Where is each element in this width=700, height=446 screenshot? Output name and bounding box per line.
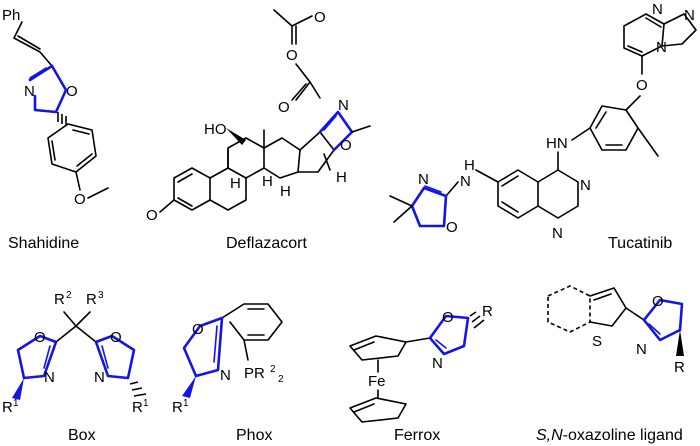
phox-label: Phox [236,427,272,444]
box-r1-left-sup: 1 [13,398,19,409]
box-o-right: O [110,329,122,346]
box-ligand: R 2 R 3 O N R 1 O N R 1 Box [2,290,149,444]
sn-r: R [674,359,685,376]
ferrox-ligand: Fe O N R Ferrox [349,303,493,444]
amine-n: N [460,173,471,190]
triazole-n2: N [684,7,695,24]
tucatinib-structure: N N N O HN N N H N N O Tucatinib [389,1,697,252]
acetate-o2: O [314,9,326,26]
quinazoline-n2: N [552,225,563,242]
box-r2-sup: 2 [66,290,72,301]
phox-r1-sup: 1 [183,398,189,409]
ferrox-r: R [482,303,493,320]
phox-pr2: PR [244,365,265,382]
acetate-o1: O [286,47,298,64]
ether-o: O [636,77,648,94]
shahidine-n: N [24,83,35,100]
box-r1-right: R [132,399,143,416]
shahidine-o: O [66,83,78,100]
ferrox-fe: Fe [368,373,386,390]
phox-pr2-sup: 2 [270,364,276,375]
box-label: Box [68,427,96,444]
box-r3-sup: 3 [98,290,104,301]
sn-label: S,N-oxazoline ligand [536,427,683,444]
box-n-right: N [94,369,105,386]
sn-oxazoline-ligand: S O N R S,N-oxazoline ligand [536,285,685,444]
thiophene-s: S [592,333,602,350]
shahidine-label: Shahidine [8,235,79,252]
h-c14: H [280,183,291,200]
ketone-o: O [278,99,290,116]
box-r1-right-sup: 1 [143,398,149,409]
tucatinib-oxazoline-o: O [446,219,458,236]
c3-ketone-o: O [146,207,158,224]
phox-r1: R [172,399,183,416]
ferrox-o: O [442,309,454,326]
phox-ligand: PR 2 2 O N R 1 Phox [172,303,284,444]
deflazacort-structure: O O O N O H HO H H H O Deflazacort [146,9,371,252]
sn-label-suffix: -oxazoline ligand [563,427,683,444]
phox-o: O [192,321,204,338]
aniline-nh: HN [546,135,568,152]
h-c8: H [262,173,273,190]
triazole-n1: N [652,1,663,18]
shahidine-structure: Ph N O O Shahidine [2,7,109,252]
box-r2: R [54,291,65,308]
amine-h: H [464,157,475,174]
bridge-n: N [656,39,667,56]
sn-label-prefix: S,N [536,427,563,444]
phox-pr2-sub: 2 [278,374,284,385]
deflazacort-label: Deflazacort [226,235,307,252]
methoxy-o: O [74,191,86,208]
sn-o: O [652,293,664,310]
box-r3: R [86,291,97,308]
tucatinib-oxazoline-n: N [418,171,429,188]
ferrox-n: N [432,355,443,372]
quinazoline-n1: N [580,177,591,194]
phenyl-label: Ph [2,7,20,24]
phox-n: N [220,367,231,384]
deflazacort-o: O [340,137,352,154]
box-n-left: N [44,369,55,386]
hydroxyl: HO [204,121,227,138]
h-c9: H [230,175,241,192]
sn-n: N [636,341,647,358]
box-r1-left: R [2,399,13,416]
tucatinib-label: Tucatinib [608,235,672,252]
deflazacort-n: N [338,97,349,114]
deflazacort-h: H [336,169,347,186]
ferrox-label: Ferrox [394,427,440,444]
box-o-left: O [34,329,46,346]
